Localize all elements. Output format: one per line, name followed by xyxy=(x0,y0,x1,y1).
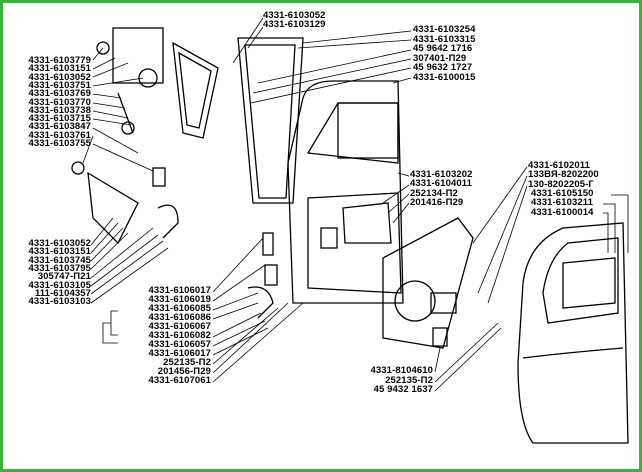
part-number-label: 4331-6103315 xyxy=(413,33,476,45)
part-number-label: 4331-6103761 xyxy=(28,129,91,141)
part-number-label: 4331-6105150 xyxy=(531,187,594,199)
part-number-label: 305747-П21 xyxy=(37,271,91,283)
part-number-label: 252135-П2 xyxy=(385,374,433,386)
part-number-label: 4331-6106057 xyxy=(148,339,211,350)
part-number-label: 252135-П2 xyxy=(163,357,211,368)
part-number-label: 4331-6106082 xyxy=(148,330,211,341)
part-number-label: 4331-6103052 xyxy=(28,238,91,249)
part-number-label: 4331-6106086 xyxy=(148,312,211,323)
part-number-label: 4331-6106085 xyxy=(148,303,211,314)
part-number-label: 4331-6103745 xyxy=(28,254,91,266)
part-number-label: 4331-6103052 xyxy=(263,10,326,21)
part-number-label: 4331-6103151 xyxy=(28,63,91,75)
part-number-label: 4331-6104011 xyxy=(410,178,472,190)
trim-panel-drawing xyxy=(382,217,474,349)
part-number-label: 45 9432 1637 xyxy=(373,384,433,395)
window-frame-drawing xyxy=(172,37,304,204)
part-number-label: 4331-6103795 xyxy=(28,262,91,274)
part-number-label: 4331-6106017 xyxy=(148,285,211,296)
part-number-label: 133ВЯ-8202200 xyxy=(528,169,599,181)
lock-parts-drawing xyxy=(71,27,278,319)
part-number-label: 4331-6103770 xyxy=(28,96,91,108)
part-number-label: 4331-6103769 xyxy=(28,88,91,100)
part-number-label: 4331-6103105 xyxy=(28,279,91,291)
door-inner-drawing xyxy=(287,80,404,304)
part-number-label: 201416-П29 xyxy=(410,196,464,208)
part-number-label: 4331-6103052 xyxy=(28,71,91,83)
part-number-label: 4331-6103202 xyxy=(410,169,473,180)
part-number-label: 4331-6103751 xyxy=(28,79,91,91)
part-number-label: 130-8202205-Г xyxy=(528,178,594,190)
part-number-label: 45 9642 1716 xyxy=(413,43,473,55)
part-number-label: 4331-6103254 xyxy=(413,24,476,35)
part-number-label: 4331-6106067 xyxy=(148,321,211,332)
part-number-label: 45 9632 1727 xyxy=(413,62,473,74)
part-number-label: 4331-6107061 xyxy=(148,375,211,386)
part-number-label: 4331-6103129 xyxy=(263,19,326,31)
door-assembly-drawing xyxy=(71,17,629,444)
part-number-label: 4331-6100014 xyxy=(531,206,594,218)
door-outer-drawing xyxy=(517,222,629,444)
part-number-label: 4331-6103755 xyxy=(28,138,91,149)
part-number-label: 4331-6103103 xyxy=(28,296,91,308)
part-number-label: 4331-6100015 xyxy=(413,72,476,83)
part-number-label: 4331-6106017 xyxy=(148,348,211,359)
part-number-label: 4331-8104610 xyxy=(370,365,433,376)
part-number-label: 4331-6106019 xyxy=(148,294,211,305)
part-number-label: 252134-П2 xyxy=(410,187,458,199)
leader-lines xyxy=(82,17,629,392)
part-number-label: 307401-П29 xyxy=(413,52,467,64)
part-number-label: 201456-П29 xyxy=(157,366,211,377)
part-number-label: 4331-6103715 xyxy=(28,113,91,125)
part-number-label: 4331-6103738 xyxy=(28,104,91,116)
part-number-label: 4331-6102011 xyxy=(528,160,590,171)
part-number-label: 4331-6103151 xyxy=(28,246,91,258)
part-number-label: 4331-6103211 xyxy=(531,197,593,209)
part-number-label: 4331-6103847 xyxy=(28,121,91,133)
part-number-label: 4331-6103779 xyxy=(28,55,91,66)
part-number-label: 111-6104357 xyxy=(34,287,91,299)
